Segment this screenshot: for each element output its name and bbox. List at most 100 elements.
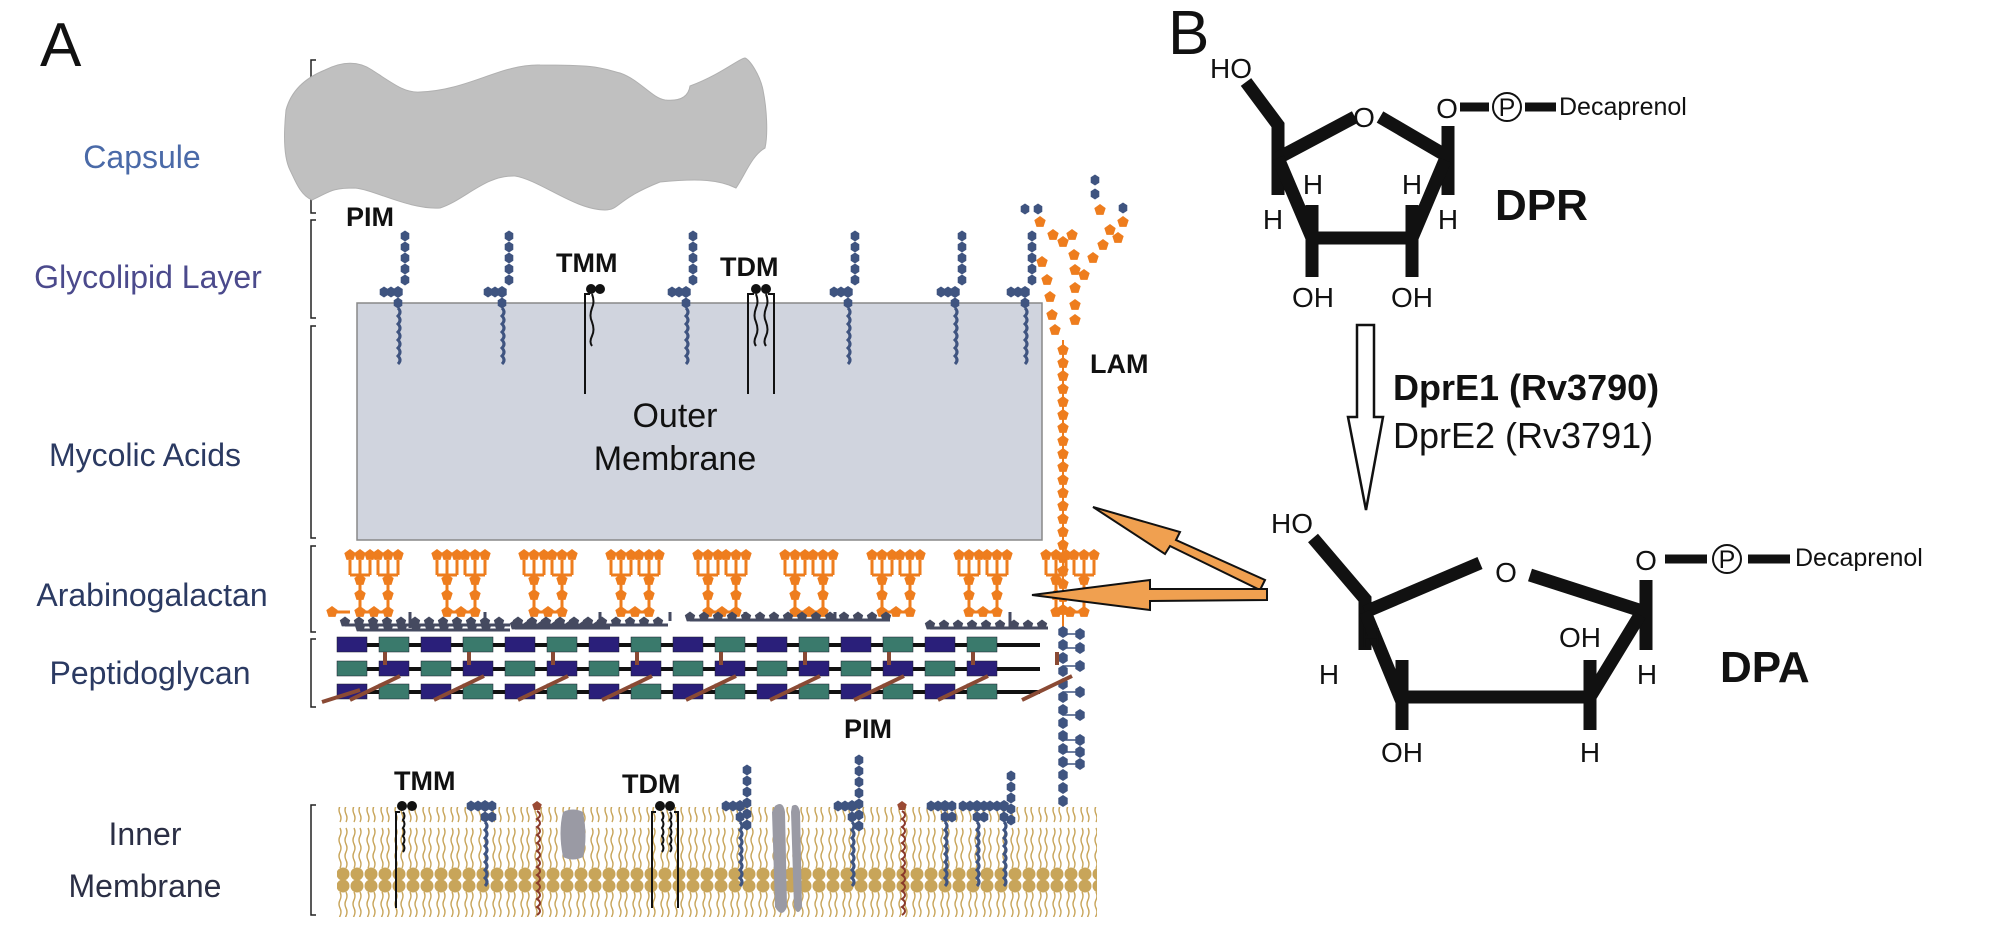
label-arabinogalactan: Arabinogalactan: [36, 577, 267, 613]
galactose-sugar: [684, 611, 696, 622]
hexose-sugar: [1058, 704, 1068, 716]
nam-sugar: [924, 660, 956, 677]
arabinose-sugar: [977, 606, 989, 617]
hexose-sugar: [1058, 782, 1068, 794]
hexose-sugar: [1006, 781, 1016, 793]
hexose-sugar: [947, 811, 957, 823]
hexose-sugar: [1013, 286, 1023, 298]
arabinose-sugar: [702, 549, 714, 560]
arabinose-sugar: [904, 549, 916, 560]
hexose-sugar: [688, 263, 698, 275]
arabinose-sugar: [973, 549, 985, 560]
arabinose-sugar: [730, 574, 742, 585]
arabinose-sugar: [354, 574, 366, 585]
enzyme-dpre2: DprE2 (Rv3791): [1393, 415, 1653, 456]
hexose-sugar: [940, 811, 950, 823]
arabinose-sugar: [1050, 549, 1062, 560]
arabinose-sugar: [518, 549, 530, 560]
hexose-sugar: [379, 286, 389, 298]
arabinose-sugar: [643, 574, 655, 585]
hexose-sugar: [1058, 691, 1068, 703]
arabinose-sugar: [1097, 239, 1109, 250]
arabinan-branch: [866, 549, 926, 617]
hexose-sugar: [950, 297, 960, 309]
arabinose-sugar: [1050, 606, 1062, 617]
nam-sugar: [672, 660, 704, 677]
galactan-chain: [684, 611, 892, 622]
galactose-sugar: [994, 619, 1006, 630]
hexose-sugar: [1020, 286, 1030, 298]
hexose-sugar: [999, 800, 1009, 812]
dpa-h-c1: H: [1637, 659, 1657, 690]
galactose-sugar: [610, 616, 622, 627]
hexose-sugar: [490, 286, 500, 298]
arabinose-sugar: [904, 606, 916, 617]
arabinose-sugar: [354, 589, 366, 600]
arabinose-sugar: [1066, 229, 1078, 240]
nam-sugar: [630, 683, 662, 700]
hexose-sugar: [1006, 803, 1016, 815]
hexose-sugar: [854, 809, 864, 821]
nam-sugar: [420, 660, 452, 677]
nag-sugar: [924, 636, 956, 653]
arabinose-sugar: [904, 589, 916, 600]
arabinose-sugar: [451, 549, 463, 560]
galactose-sugar: [396, 621, 408, 632]
arabinose-sugar: [1104, 224, 1116, 235]
hexose-sugar: [854, 765, 864, 777]
hexose-sugar: [386, 286, 396, 298]
hexose-sugar: [1075, 734, 1085, 746]
nam-sugar: [966, 683, 998, 700]
arabinose-sugar: [455, 606, 467, 617]
hexose-sugar: [1058, 639, 1068, 651]
nam-sugar: [546, 683, 578, 700]
pim-lipid-tail: [845, 306, 852, 366]
label-capsule: Capsule: [83, 139, 200, 175]
label-tdm-top: TDM: [720, 252, 778, 282]
dpr-structure: [1240, 78, 1556, 277]
arabinose-sugar: [459, 549, 471, 560]
hexose-sugar: [674, 286, 684, 298]
pim-lipid-tail: [1001, 820, 1008, 888]
arabinose-sugar: [963, 606, 975, 617]
pim-glycolipid: [833, 754, 864, 888]
hexose-sugar: [400, 230, 410, 242]
label-tmm-bottom: TMM: [394, 766, 455, 796]
hexose-sugar: [847, 800, 857, 812]
hexose-sugar: [473, 800, 483, 812]
nag-sugar: [336, 636, 368, 653]
arabinose-sugar: [469, 589, 481, 600]
hexose-sugar: [1090, 174, 1100, 186]
hexose-sugar: [847, 811, 857, 823]
dpr-oh-c3: OH: [1292, 282, 1334, 313]
arabinose-sugar: [1001, 549, 1013, 560]
hexose-sugar: [393, 297, 403, 309]
arabinose-sugar: [625, 549, 637, 560]
label-peptidoglycan: Peptidoglycan: [49, 655, 250, 691]
arabinose-sugar: [702, 574, 714, 585]
arabinose-sugar: [643, 589, 655, 600]
arabinose-sugar: [817, 589, 829, 600]
arrow-to-arabinogalactan: [1031, 578, 1268, 612]
trehalose: [397, 801, 407, 811]
arabinose-sugar: [431, 549, 443, 560]
tdm-inner: [651, 801, 679, 908]
arabinose-sugar: [789, 589, 801, 600]
hexose-sugar: [742, 786, 752, 798]
hexose-sugar: [854, 776, 864, 788]
arabinose-sugar: [643, 549, 655, 560]
arabinose-sugar: [692, 549, 704, 560]
hexose-sugar: [850, 230, 860, 242]
nam-sugar: [798, 636, 830, 653]
galactose-sugar: [980, 619, 992, 630]
arabinogalactan-layer: [326, 549, 1100, 632]
arabinose-sugar: [817, 549, 829, 560]
peptide-crosslink: [349, 674, 401, 702]
arabinose-sugar: [890, 606, 902, 617]
arabinose-sugar: [1078, 606, 1090, 617]
pim-lipid-tail: [974, 820, 981, 888]
hexose-sugar: [957, 230, 967, 242]
hexose-sugar: [504, 274, 514, 286]
hexose-sugar: [1020, 203, 1030, 215]
arabinose-sugar: [528, 574, 540, 585]
